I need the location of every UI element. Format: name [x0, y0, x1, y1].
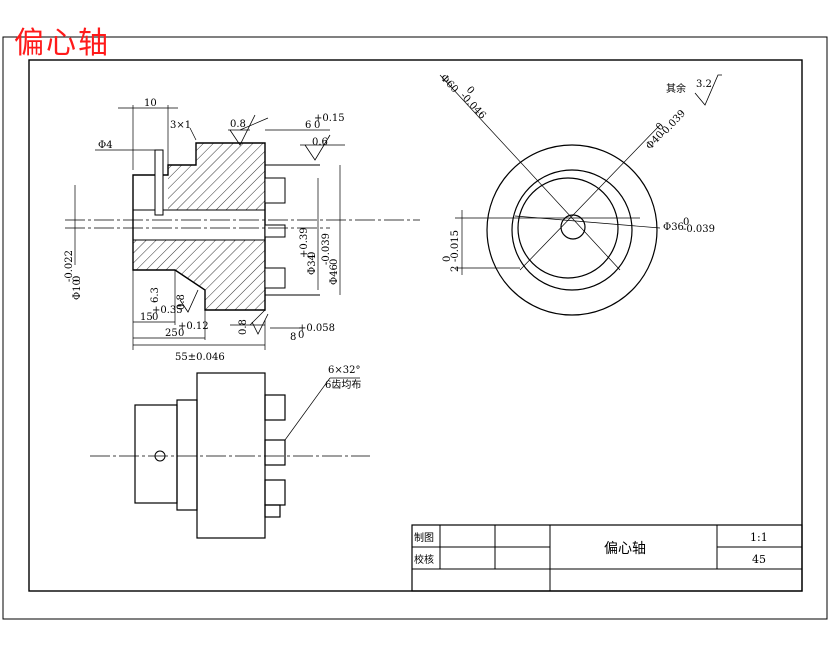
side-dimension-texts: Φ60 -0.046 0 Φ40 -0.039 0 Φ36 -0.039 0 2… — [438, 73, 715, 272]
title-block — [411, 524, 803, 592]
circle-phi60 — [486, 144, 658, 316]
bottom-view — [90, 372, 370, 539]
dim-10: 10 — [144, 98, 157, 109]
front-dimension-lines — [74, 105, 345, 350]
dim-15-tol-lo: 0 — [152, 312, 158, 323]
dim-25-tol: +0.12 — [178, 321, 209, 332]
front-section-view — [65, 105, 420, 350]
scale: 1:1 — [750, 531, 768, 544]
tooth-distribution: 6齿均布 — [325, 379, 361, 391]
dim-eccentricity: 2 — [450, 266, 461, 272]
outer-border — [2, 36, 828, 620]
dim-phi34: Φ34 — [307, 254, 318, 275]
drawn-by-label: 制图 — [414, 531, 434, 544]
dim-phi46: Φ46 — [329, 264, 340, 285]
front-dimension-texts: 10 3×1 0.8 6 +0.15 0 0.6 Φ4 Φ10 -0.022 0… — [64, 98, 345, 363]
dim-25-tol-lo: 0 — [178, 328, 184, 339]
checked-by-label: 校核 — [414, 553, 434, 566]
dim-15-tol: +0.35 — [152, 305, 183, 316]
dim-phi46-tol-lo: 0 — [329, 259, 340, 265]
roughness-0-8-mid: 0.8 — [176, 294, 187, 310]
dim-6: 6 — [305, 120, 311, 131]
surface-finish-other-label: 其余 — [666, 82, 686, 95]
dim-phi36-tol: -0.039 — [683, 224, 715, 235]
dim-phi60-tol: -0.046 — [458, 91, 488, 122]
dim-phi60: Φ60 — [438, 73, 460, 96]
side-view — [439, 74, 722, 316]
roughness-0-6: 0.6 — [312, 137, 328, 148]
upper-section-hatch — [133, 143, 265, 175]
dim-phi10-tol-lo: 0 — [72, 276, 83, 282]
dim-phi10: Φ10 — [72, 279, 83, 300]
dim-phi4: Φ4 — [98, 140, 113, 151]
inner-border — [28, 59, 803, 592]
dim-3x1: 3×1 — [170, 120, 191, 131]
dim-phi34-tol: +0.39 — [299, 227, 310, 258]
dim-phi36: Φ36 — [663, 222, 684, 233]
dim-phi46-tol: -0.039 — [321, 233, 332, 265]
dim-eccentricity-tol-lo: 0 — [442, 256, 453, 262]
lower-section-hatch — [133, 240, 265, 310]
dim-15: 15 — [140, 312, 153, 323]
bottom-view-note: 6×32° 6齿均布 — [325, 365, 361, 391]
part-name: 偏心轴 — [604, 541, 646, 557]
dim-25: 25 — [165, 328, 178, 339]
dim-eccentricity-tol: -0.015 — [450, 230, 461, 262]
tooth-spec: 6×32° — [328, 365, 360, 376]
dim-6-tol: +0.15 — [314, 113, 345, 124]
dim-phi34-tol-lo: 0 — [307, 252, 318, 258]
dim-8: 8 — [290, 332, 296, 343]
surface-finish-other-value: 3.2 — [696, 79, 712, 90]
roughness-0-8-top: 0.8 — [230, 119, 246, 130]
dim-6-3: 6.3 — [150, 287, 161, 303]
circle-phi36 — [517, 177, 619, 279]
circle-phi40 — [511, 169, 633, 291]
dim-8-tol-lo: 0 — [298, 330, 304, 341]
roughness-0-8-bot: 0.8 — [238, 319, 249, 335]
dim-6-tol-lo: 0 — [314, 120, 320, 131]
material: 45 — [752, 553, 766, 566]
dim-phi36-tol-lo: 0 — [683, 217, 689, 228]
overlay-title: 偏心轴 — [14, 26, 110, 61]
dim-55: 55±0.046 — [175, 352, 225, 363]
dim-8-tol: +0.058 — [298, 323, 335, 334]
dim-phi10-tol: -0.022 — [64, 250, 75, 282]
title-block-texts: 制图 校核 偏心轴 1:1 45 — [414, 531, 768, 566]
dim-phi40-tol: -0.039 — [658, 108, 688, 139]
